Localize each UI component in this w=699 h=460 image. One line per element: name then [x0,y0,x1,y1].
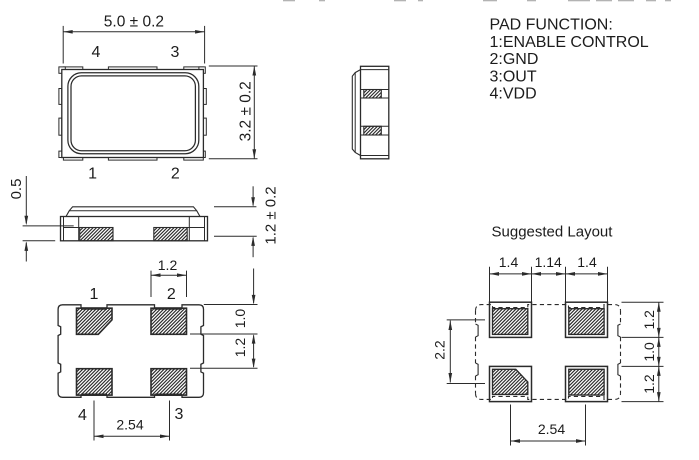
svg-text:1.0: 1.0 [641,342,657,362]
svg-text:2.54: 2.54 [116,416,143,432]
svg-text:1.2: 1.2 [641,374,657,394]
svg-text:1.14: 1.14 [535,254,562,270]
svg-text:1.2 ± 0.2: 1.2 ± 0.2 [262,186,279,244]
svg-text:PAD FUNCTION:: PAD FUNCTION: [490,17,613,34]
svg-text:2: 2 [171,166,180,183]
svg-text:1.2: 1.2 [641,310,657,330]
svg-text:4:VDD: 4:VDD [490,86,537,103]
svg-text:3: 3 [171,44,180,61]
svg-text:Suggested Layout: Suggested Layout [492,224,614,241]
svg-text:3:OUT: 3:OUT [490,69,537,86]
svg-text:1.4: 1.4 [499,254,519,270]
svg-text:2:GND: 2:GND [490,51,539,68]
svg-text:1.0: 1.0 [232,309,248,329]
svg-text:3.2 ± 0.2: 3.2 ± 0.2 [238,81,255,141]
svg-text:1.2: 1.2 [232,338,248,358]
svg-text:3: 3 [175,406,184,423]
svg-text:5.0 ± 0.2: 5.0 ± 0.2 [104,14,164,31]
svg-text:2: 2 [167,286,176,303]
svg-text:1.2: 1.2 [158,257,178,273]
svg-text:1:ENABLE CONTROL: 1:ENABLE CONTROL [490,34,649,51]
svg-text:0.5: 0.5 [8,179,25,200]
svg-text:4: 4 [92,44,101,61]
svg-text:1: 1 [88,166,97,183]
svg-text:2.2: 2.2 [432,340,448,360]
svg-text:1: 1 [90,286,99,303]
svg-text:1.4: 1.4 [577,254,597,270]
svg-text:2.54: 2.54 [538,421,565,437]
svg-text:4: 4 [78,407,87,424]
